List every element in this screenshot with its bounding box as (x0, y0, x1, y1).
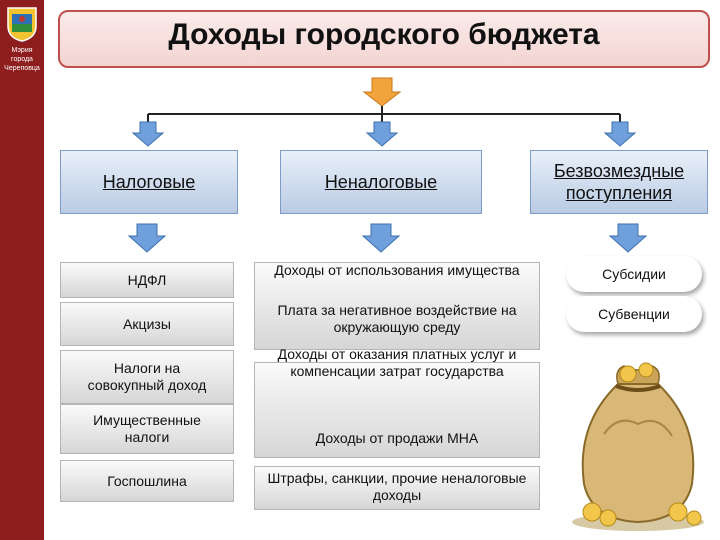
blue-down-arrow-icon (361, 223, 401, 253)
money-bag-icon (572, 362, 704, 531)
title-frame (58, 10, 710, 68)
blue-down-arrow-icon (127, 223, 167, 253)
blue-down-arrow-icon (365, 121, 399, 147)
nontax-item: Доходы от использования имущества (274, 262, 520, 278)
tax-item: Госпошлина (60, 460, 234, 502)
nontax-group-box (254, 262, 540, 350)
nontax-item: Плата за негативное воздействие на окруж… (277, 302, 517, 335)
category-grants: Безвозмездные поступления (530, 150, 708, 214)
sidebar-caption: Мэрия города Череповца (4, 47, 40, 72)
nontax-group-box (254, 466, 540, 510)
page-title: Доходы городского бюджета (168, 18, 600, 51)
grant-item: Субвенции (566, 296, 702, 332)
nontax-item: Доходы от продажи МНА (315, 430, 479, 446)
tax-item: НДФЛ (60, 262, 234, 298)
nontax-item: Доходы от оказания платных услуг и компе… (277, 346, 517, 379)
blue-down-arrow-icon (131, 121, 165, 147)
category-tax: Налоговые (60, 150, 238, 214)
orange-down-arrow-icon (362, 77, 402, 107)
category-nontax: Неналоговые (280, 150, 482, 214)
tax-item: Имущественные налоги (60, 404, 234, 454)
tax-item: Акцизы (60, 302, 234, 346)
blue-down-arrow-icon (603, 121, 637, 147)
nontax-item: Штрафы, санкции, прочие неналоговые дохо… (267, 470, 527, 503)
coat-of-arms-icon (7, 7, 37, 42)
nontax-group-box (254, 362, 540, 458)
tax-item: Налоги на совокупный доход (60, 350, 234, 404)
sidebar: Мэрия города Череповца (0, 0, 44, 540)
blue-down-arrow-icon (608, 223, 648, 253)
grant-item: Субсидии (566, 256, 702, 292)
